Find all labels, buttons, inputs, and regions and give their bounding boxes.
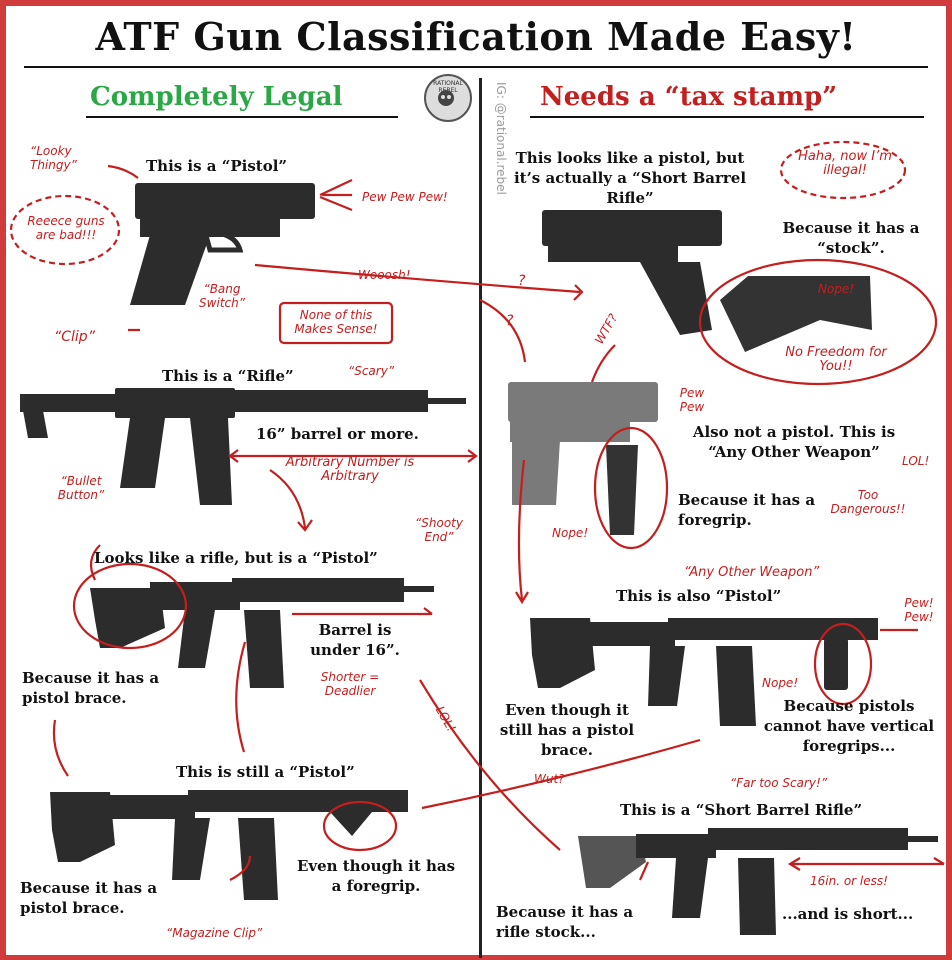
has-stock-caption: Because it has a “stock”. [782,219,920,257]
pistol-brace-caption-1: Because it has a pistol brace. [22,669,160,707]
poster-title: ATF Gun Classification Made Easy! [95,14,857,59]
short-caption: ...and is short... [782,905,914,923]
note-haha-illegal: Haha, now I’m illegal! [798,149,892,178]
left-column-header: Completely Legal [90,82,343,112]
note-scary: “Scary” [348,364,395,378]
has-foregrip-caption: Because it has a foregrip. [678,491,816,529]
stocked-pistol-icon [542,210,872,352]
rifle-looking-pistol-caption: Looks like a rifle, but is a “Pistol” [94,549,378,567]
note-any-other-weapon: “Any Other Weapon” [684,565,820,580]
note-woosh: Wooosh! [358,268,411,282]
right-column-header: Needs a “tax stamp” [540,82,838,112]
note-pew-pew-right: Pew! Pew! [904,596,934,624]
sbr-caption: This is a “Short Barrel Rifle” [620,801,863,819]
foregrip-pistol-icon [50,790,408,900]
left-pistol-caption: This is a “Pistol” [146,157,288,175]
note-pew-pew-aow: Pew Pew [679,386,705,414]
note-question-1: ? [518,273,526,289]
aow-caption: Also not a pistol. This is “Any Other We… [692,423,896,461]
column-divider [479,78,482,958]
note-far-too-scary: “Far too Scary!” [730,776,828,790]
note-lol-right: LOL! [902,454,930,468]
barrel-under-caption: Barrel is under 16”. [310,621,400,659]
rifle-icon [20,388,466,505]
pistol-brace-caption-2: Because it has a pistol brace. [20,879,158,917]
rational-rebel-seal: RATIONAL REBEL [424,74,472,122]
sbr-looks-pistol-caption: This looks like a pistol, but it’s actua… [513,149,747,207]
still-pistol-caption: This is still a “Pistol” [176,763,355,781]
even-foregrip-caption: Even though it has a foregrip. [296,857,456,895]
note-bang-switch: “Bang Switch” [199,282,245,310]
aow-pistol-icon [508,382,658,535]
note-reeee: Reeece guns are bad!!! [27,214,105,242]
barrel-16-caption: 16” barrel or more. [256,425,419,443]
short-barrel-rifle-icon [578,828,938,935]
note-looky-thingy: “Looky Thingy” [30,144,77,172]
note-shooty-end: “Shooty End” [415,516,463,544]
vertical-grip-pistol-icon [530,618,878,726]
marker-annotations [9,140,945,881]
note-none-sense: None of this Makes Sense! [294,308,378,336]
note-magazine-clip: “Magazine Clip” [166,926,263,940]
left-rifle-caption: This is a “Rifle” [162,367,294,385]
note-clip: “Clip” [54,329,95,345]
skull-icon [438,90,454,106]
note-16in-or-less: 16in. or less! [810,874,888,888]
rifle-stock-caption: Because it has a rifle stock... [496,903,634,941]
note-question-2: ? [506,313,514,329]
note-too-dangerous: Too Dangerous!! [830,488,906,516]
note-wut: Wut? [534,772,565,786]
note-nope-foregrip: Nope! [552,526,589,540]
also-pistol-caption: This is also “Pistol” [616,587,782,605]
vertical-foregrip-caption: Because pistols cannot have vertical for… [763,697,935,755]
watermark-handle: IG: @rational.rebel [494,82,508,195]
note-nope-vertical: Nope! [762,676,799,690]
note-shorter-deadlier: Shorter = Deadlier [320,670,380,698]
title-underline [24,66,928,68]
left-header-underline [86,116,398,118]
braced-pistol-icon [90,578,434,688]
right-header-underline [530,116,924,118]
note-nope-stock: Nope! [818,282,855,296]
note-pew: Pew Pew Pew! [362,190,448,204]
note-no-freedom: No Freedom for You!! [785,345,887,374]
note-bullet-button: “Bullet Button” [57,474,105,502]
even-brace-caption: Even though it still has a pistol brace. [499,701,635,759]
note-arbitrary: Arbitrary Number is Arbitrary [285,455,415,484]
pistol-icon [130,183,315,305]
